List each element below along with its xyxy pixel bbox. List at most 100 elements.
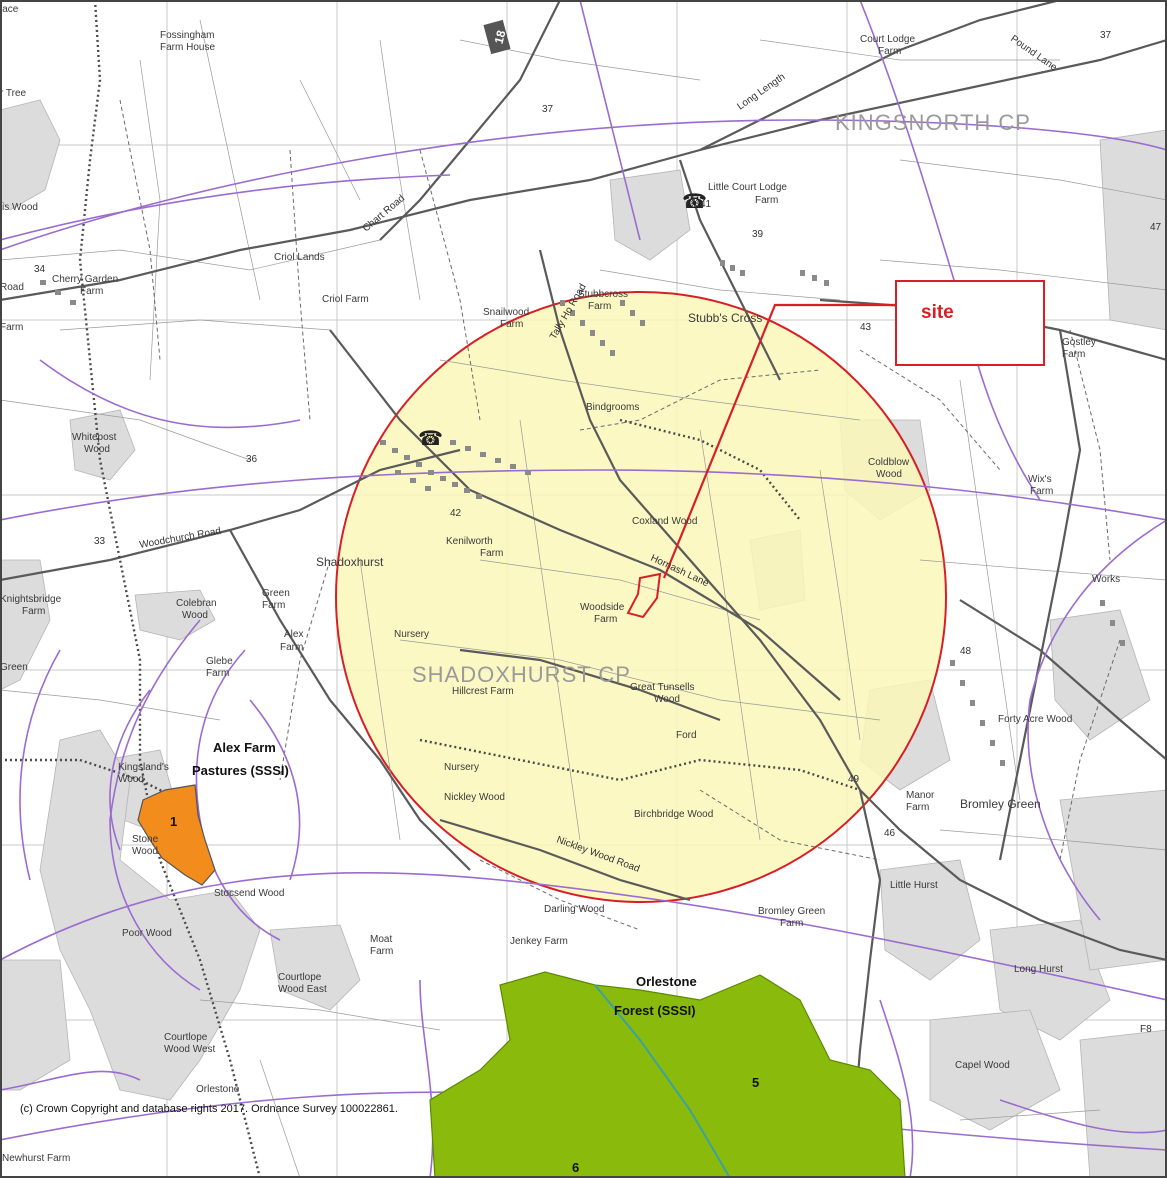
svg-text:Poor Wood: Poor Wood [122,928,172,939]
site-callout-label: site [921,302,954,323]
svg-text:Wood: Wood [654,694,680,705]
orlestone-stream [594,984,731,1178]
svg-text:Shadoxhurst: Shadoxhurst [316,555,384,569]
svg-text:Farm: Farm [594,614,617,625]
svg-text:Manor: Manor [906,790,935,801]
svg-text:Jenkey Farm: Jenkey Farm [510,936,568,947]
svg-text:Farm: Farm [262,600,285,611]
svg-text:Farm House: Farm House [160,42,215,53]
svg-text:Farm: Farm [500,319,523,330]
svg-text:F8: F8 [1140,1024,1152,1035]
svg-text:Stubb's Cross: Stubb's Cross [688,311,762,325]
svg-text:46: 46 [884,828,896,839]
svg-text:Green: Green [262,588,290,599]
svg-text:Stubbcross: Stubbcross [578,289,628,300]
svg-text:Bindgrooms: Bindgrooms [586,402,639,413]
svg-text:Knightsbridge: Knightsbridge [0,594,62,605]
svg-text:Court Lodge: Court Lodge [860,34,915,45]
svg-text:Kingsland's: Kingsland's [118,762,169,773]
road-number-shield [483,19,511,55]
svg-text:Wood: Wood [876,469,902,480]
svg-text:Little Hurst: Little Hurst [890,880,938,891]
svg-text:Little Court Lodge: Little Court Lodge [708,182,787,193]
svg-text:Ford: Ford [676,730,697,741]
svg-text:Cherry Garden: Cherry Garden [52,274,118,285]
copyright-text: (c) Crown Copyright and database rights … [20,1103,398,1115]
svg-text:Farm: Farm [755,195,778,206]
svg-text:Bromley Green: Bromley Green [758,906,825,917]
svg-text:Farm: Farm [80,286,103,297]
sssi-label-orlestone-2: Forest (SSSI) [614,1003,696,1018]
svg-text:Works: Works [1092,574,1120,585]
svg-text:Road: Road [0,282,24,293]
svg-text:Wood: Wood [132,846,158,857]
svg-text:Wood: Wood [118,774,144,785]
svg-text:Woodchurch Road: Woodchurch Road [139,526,222,551]
svg-text:Long Length: Long Length [735,72,787,113]
svg-text:37: 37 [1100,30,1112,41]
svg-text:Snailwood: Snailwood [483,307,529,318]
svg-text:Hillcrest Farm: Hillcrest Farm [452,686,514,697]
svg-text:Moat: Moat [370,934,392,945]
svg-text:Colebran: Colebran [176,598,217,609]
svg-text:48: 48 [960,646,972,657]
svg-text:42: 42 [450,508,462,519]
svg-text:Farm: Farm [22,606,45,617]
svg-text:Gostley: Gostley [1062,337,1096,348]
svg-text:Stocsend Wood: Stocsend Wood [214,888,284,899]
svg-text:Alex: Alex [284,629,303,640]
svg-text:Farm: Farm [588,301,611,312]
svg-text:Coldblow: Coldblow [868,457,910,468]
svg-text:41: 41 [700,199,712,210]
svg-text:Great Tunsells: Great Tunsells [630,682,694,693]
svg-text:lace: lace [0,4,19,15]
svg-text:Courtlope: Courtlope [278,972,322,983]
alex-farm-sssi-area[interactable] [137,784,216,886]
svg-text:Long Hurst: Long Hurst [1014,964,1063,975]
phone-icon: ☎ [682,189,707,213]
svg-text:Farm: Farm [480,548,503,559]
svg-text:Wix's: Wix's [1028,474,1052,485]
svg-text:43: 43 [860,322,872,333]
svg-text:Wood: Wood [84,444,110,455]
svg-text:Farm: Farm [1062,349,1085,360]
svg-text:Fossingham: Fossingham [160,30,214,41]
svg-text:Farm: Farm [280,642,303,653]
svg-text:Chart Road: Chart Road [361,193,407,234]
sssi-id-5: 5 [752,1075,759,1090]
sssi-label-alex-farm-1: Alex Farm [213,740,276,755]
svg-text:Nickley Wood: Nickley Wood [444,792,505,803]
site-parcel[interactable] [626,572,662,619]
svg-text:r Tree: r Tree [0,88,27,99]
parish-label-kingsnorth: KINGSNORTH CP [835,110,1031,135]
svg-text:33: 33 [94,536,106,547]
svg-text:Farm: Farm [780,918,803,929]
svg-text:Farm: Farm [906,802,929,813]
svg-text:Criol Lands: Criol Lands [274,252,325,263]
svg-text:Green: Green [0,662,28,673]
svg-text:Courtlope: Courtlope [164,1032,208,1043]
svg-text:Farm: Farm [370,946,393,957]
svg-text:47: 47 [1150,222,1162,233]
svg-text:Stone: Stone [132,834,159,845]
svg-text:Nursery: Nursery [394,629,429,640]
spot-heights: 37 37 39 41 43 47 34 36 33 42 48 46 49 F… [34,30,1162,1035]
svg-text:Capel Wood: Capel Wood [955,1060,1010,1071]
svg-text:Criol Farm: Criol Farm [322,294,369,305]
svg-text:Orlestone: Orlestone [196,1084,240,1095]
svg-text:Birchbridge Wood: Birchbridge Wood [634,809,713,820]
phone-icon: ☎ [418,426,443,450]
site-callout-box[interactable]: site [895,280,1045,366]
parish-label-shadoxhurst: SHADOXHURST CP [412,662,631,687]
sssi-id-1: 1 [170,814,177,829]
sssi-label-alex-farm-2: Pastures (SSSI) [192,763,289,778]
footpaths [119,99,1121,931]
orlestone-forest-sssi-area[interactable] [429,971,906,1178]
byways [0,0,861,1178]
sssi-label-orlestone-1: Orlestone [636,974,697,989]
svg-text:Woodside: Woodside [580,602,625,613]
